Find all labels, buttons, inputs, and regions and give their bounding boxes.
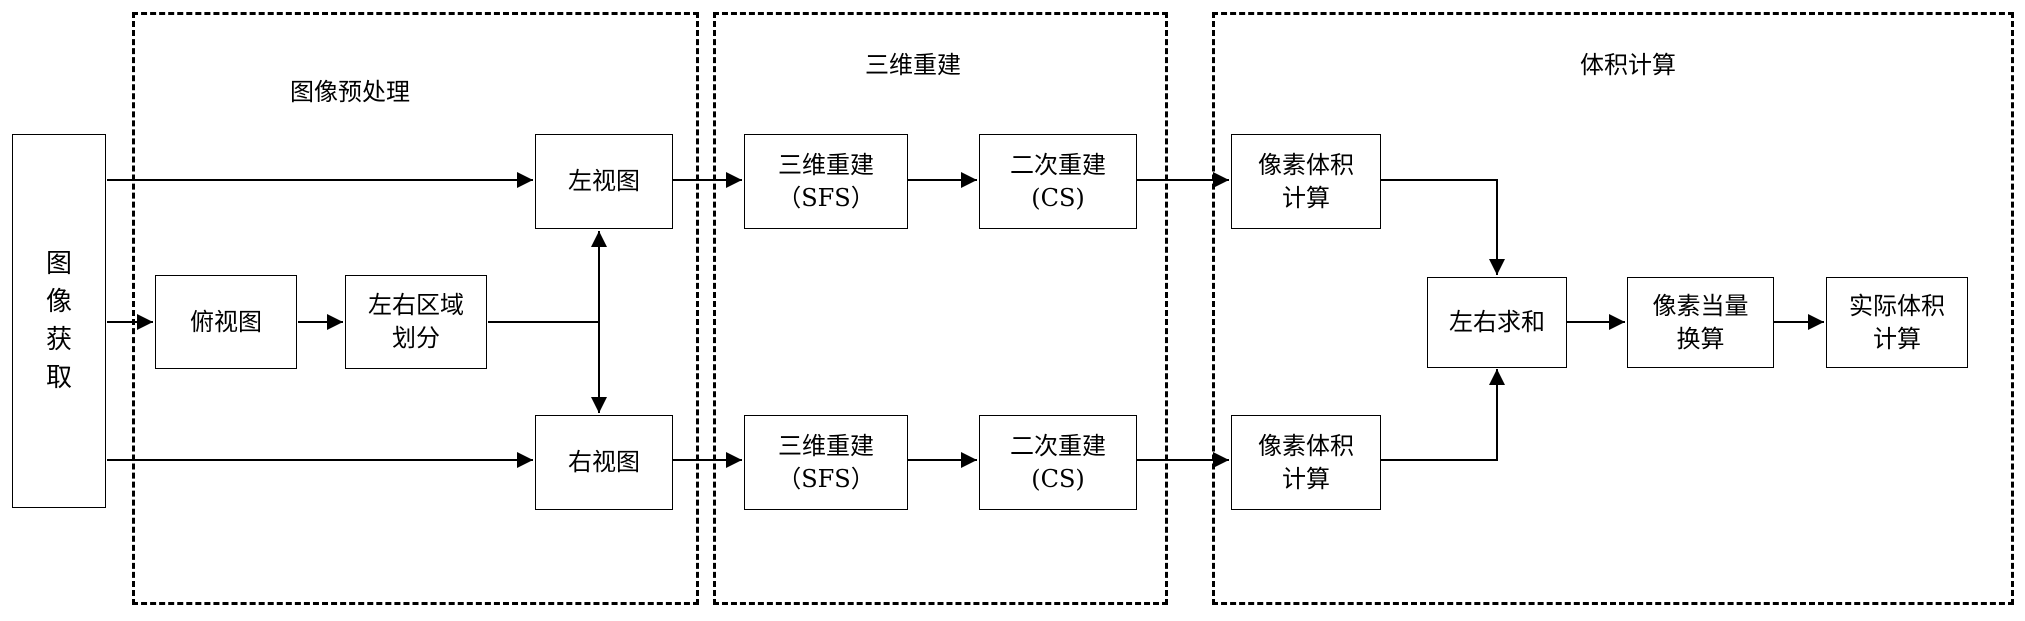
node-sfs-top-line2: （SFS） xyxy=(777,182,875,215)
node-top-view-label: 俯视图 xyxy=(190,306,262,339)
node-sfs-top-line1: 三维重建 xyxy=(778,149,874,182)
node-cs-top-line1: 二次重建 xyxy=(1010,149,1106,182)
node-actual-volume: 实际体积 计算 xyxy=(1826,277,1968,368)
node-pixel-equivalent-conversion-line1: 像素当量 xyxy=(1653,290,1749,323)
node-image-acquisition-char: 获 xyxy=(46,321,72,359)
node-image-acquisition: 图 像 获 取 xyxy=(12,134,106,508)
node-left-view-label: 左视图 xyxy=(568,165,640,198)
node-left-view: 左视图 xyxy=(535,134,673,229)
node-image-acquisition-char: 图 xyxy=(46,245,72,283)
node-cs-top: 二次重建 (CS) xyxy=(979,134,1137,229)
node-right-view-label: 右视图 xyxy=(568,446,640,479)
node-pixel-volume-bottom-line2: 计算 xyxy=(1282,463,1330,496)
node-image-acquisition-char: 像 xyxy=(46,283,72,321)
edge-pixvol-bottom-sum xyxy=(1380,369,1497,460)
node-actual-volume-line1: 实际体积 xyxy=(1849,290,1945,323)
node-left-right-sum: 左右求和 xyxy=(1427,277,1567,368)
node-sfs-bottom-line2: （SFS） xyxy=(777,463,875,496)
node-cs-bottom: 二次重建 (CS) xyxy=(979,415,1137,510)
node-region-split-line2: 划分 xyxy=(392,322,440,355)
node-right-view: 右视图 xyxy=(535,415,673,510)
edge-pixvol-top-sum xyxy=(1380,180,1497,275)
node-pixel-volume-bottom: 像素体积 计算 xyxy=(1231,415,1381,510)
node-pixel-volume-top-line1: 像素体积 xyxy=(1258,149,1354,182)
node-image-acquisition-char: 取 xyxy=(46,359,72,397)
node-sfs-bottom-line1: 三维重建 xyxy=(778,430,874,463)
node-pixel-equivalent-conversion-line2: 换算 xyxy=(1677,323,1725,356)
node-cs-top-line2: (CS) xyxy=(1031,182,1085,215)
node-cs-bottom-line1: 二次重建 xyxy=(1010,430,1106,463)
node-pixel-volume-bottom-line1: 像素体积 xyxy=(1258,430,1354,463)
node-actual-volume-line2: 计算 xyxy=(1873,323,1921,356)
node-region-split: 左右区域 划分 xyxy=(345,275,487,369)
node-sfs-bottom: 三维重建 （SFS） xyxy=(744,415,908,510)
node-pixel-volume-top-line2: 计算 xyxy=(1282,182,1330,215)
node-pixel-volume-top: 像素体积 计算 xyxy=(1231,134,1381,229)
node-sfs-top: 三维重建 （SFS） xyxy=(744,134,908,229)
node-region-split-line1: 左右区域 xyxy=(368,289,464,322)
node-top-view: 俯视图 xyxy=(155,275,297,369)
node-cs-bottom-line2: (CS) xyxy=(1031,463,1085,496)
node-left-right-sum-label: 左右求和 xyxy=(1449,306,1545,339)
node-pixel-equivalent-conversion: 像素当量 换算 xyxy=(1627,277,1774,368)
